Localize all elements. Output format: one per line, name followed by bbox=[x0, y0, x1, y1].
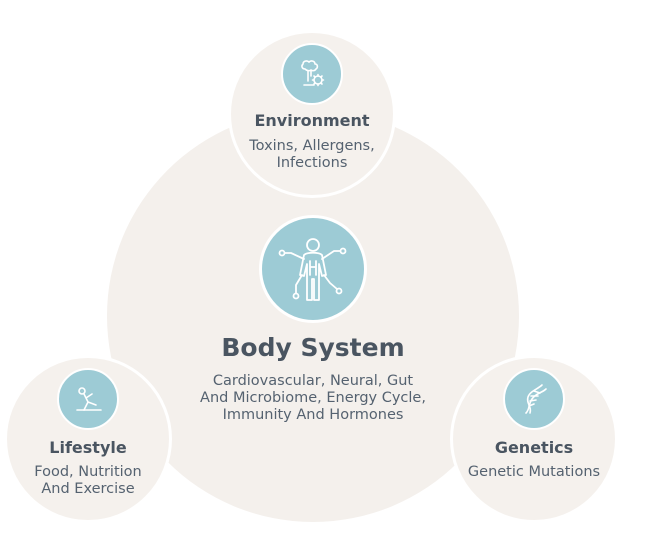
environment-circle: Environment Toxins, Allergens, Infection… bbox=[228, 30, 396, 198]
environment-desc-line: Infections bbox=[276, 155, 348, 171]
exercise-person-icon bbox=[57, 368, 119, 430]
environment-desc-line: Toxins, Allergens, bbox=[249, 138, 375, 154]
lifestyle-title: Lifestyle bbox=[49, 438, 127, 457]
dna-icon bbox=[503, 368, 565, 430]
body-system-description: Cardiovascular, Neural, Gut And Microbio… bbox=[150, 373, 476, 424]
genetics-circle: Genetics Genetic Mutations bbox=[450, 355, 618, 523]
environment-title: Environment bbox=[254, 111, 370, 130]
lifestyle-desc-line: And Exercise bbox=[41, 481, 135, 497]
lifestyle-circle: Lifestyle Food, Nutrition And Exercise bbox=[4, 355, 172, 523]
human-body-circuit-icon bbox=[259, 215, 367, 323]
body-system-desc-line: Immunity And Hormones bbox=[222, 407, 404, 423]
body-system-title: Body System bbox=[221, 333, 405, 362]
lifestyle-description: Food, Nutrition And Exercise bbox=[15, 464, 161, 498]
tree-virus-icon bbox=[281, 43, 343, 105]
lifestyle-desc-line: Food, Nutrition bbox=[34, 464, 142, 480]
genetics-title: Genetics bbox=[494, 438, 574, 457]
environment-description: Toxins, Allergens, Infections bbox=[239, 138, 385, 172]
genetics-description: Genetic Mutations bbox=[461, 464, 607, 481]
genetics-desc-line: Genetic Mutations bbox=[467, 464, 601, 480]
body-system-desc-line: And Microbiome, Energy Cycle, bbox=[200, 390, 426, 406]
body-system-desc-line: Cardiovascular, Neural, Gut bbox=[212, 373, 414, 389]
